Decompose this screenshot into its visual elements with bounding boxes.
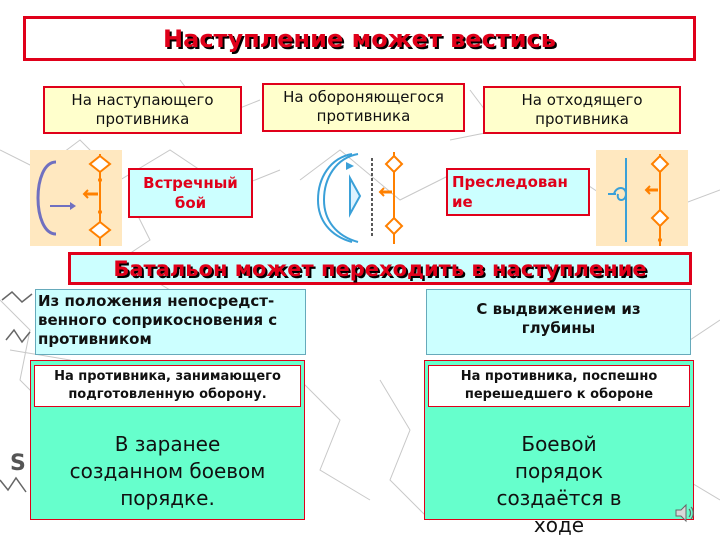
attack-on-defending-box: На обороняющегося противника — [262, 83, 465, 132]
case-prepared-defense: На противника, занимающего подготовленну… — [30, 360, 305, 520]
case-hasty-defense-text: Боевой порядок создаётся в ходе — [496, 432, 622, 537]
battalion-banner: Батальон может переходить в наступление — [68, 252, 692, 285]
pursuit-tag: Преследован ие — [446, 168, 590, 216]
meeting-engagement-scheme — [30, 150, 122, 246]
speaker-icon[interactable] — [674, 502, 696, 524]
attack-on-attacking-box: На наступающего противника — [43, 86, 242, 134]
mode-depth-box: С выдвижением из глубины — [426, 289, 691, 355]
case-prepared-defense-text: В заранее созданном боевом порядке. — [69, 432, 266, 510]
svg-text:S: S — [10, 451, 26, 476]
pursuit-scheme — [596, 150, 688, 246]
case-prepared-defense-label: На противника, занимающего подготовленну… — [34, 365, 301, 407]
case-hasty-defense: На противника, поспешно перешедшего к об… — [424, 360, 694, 537]
case-hasty-defense-label: На противника, поспешно перешедшего к об… — [428, 365, 690, 407]
page-title: Наступление может вестись — [23, 16, 696, 61]
meeting-engagement-tag: Встречный бой — [128, 168, 253, 218]
attack-on-retreating-box: На отходящего противника — [483, 86, 681, 134]
mode-contact-box: Из положения непосредст-венного соприкос… — [35, 289, 306, 355]
defense-attack-scheme — [316, 152, 404, 244]
